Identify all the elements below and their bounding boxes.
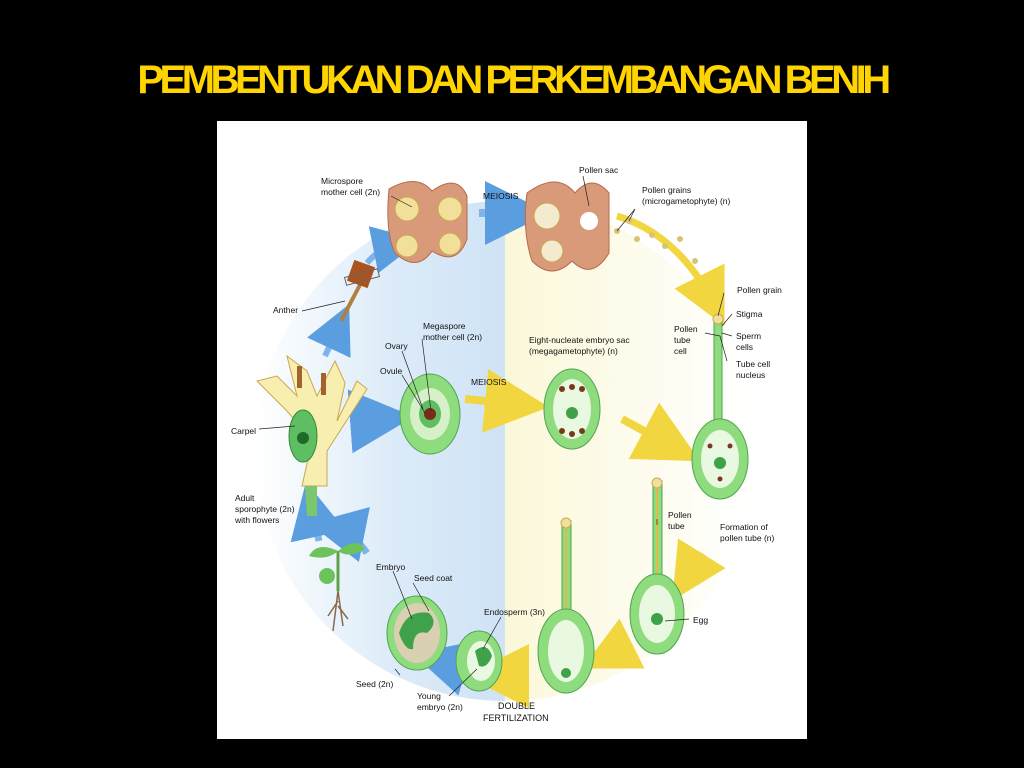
leader-lines bbox=[258, 175, 733, 697]
label-seed: Seed (2n) bbox=[356, 679, 393, 689]
seed bbox=[386, 595, 448, 671]
arrow-flower-to-ovule bbox=[347, 389, 414, 454]
label-embryo: Embryo bbox=[376, 562, 406, 572]
pollen-sac bbox=[524, 181, 698, 272]
life-cycle-diagram: Microspore mother cell (2n) MEIOSIS Poll… bbox=[231, 165, 782, 723]
label-young-embryo-2: embryo (2n) bbox=[417, 702, 463, 712]
label-pollen-tube-cell-2: tube bbox=[674, 335, 691, 345]
label-ovary: Ovary bbox=[385, 341, 408, 351]
label-tube-cell-nucleus-2: nucleus bbox=[736, 370, 765, 380]
slide-title: PEMBENTUKAN DAN PERKEMBANGAN BENIH bbox=[137, 58, 891, 102]
young-embryo-ovule bbox=[455, 630, 503, 692]
label-sperm-cells-2: cells bbox=[736, 342, 753, 352]
stamen-anther bbox=[339, 259, 381, 322]
arrow-pollen-release bbox=[615, 212, 725, 327]
arrow-meiosis-mid bbox=[464, 369, 549, 433]
label-microspore-mother-cell-1: Microspore bbox=[321, 176, 363, 186]
arrow-flower-to-anther bbox=[307, 304, 351, 358]
arrow-tube-formation bbox=[672, 538, 726, 601]
label-formation-2: pollen tube (n) bbox=[720, 533, 775, 543]
pollen-on-stigma-ovule bbox=[691, 313, 749, 500]
embryo-sac bbox=[543, 368, 601, 450]
label-adult-sporophyte-3: with flowers bbox=[234, 515, 279, 525]
label-seed-coat: Seed coat bbox=[414, 573, 453, 583]
label-pollen-tube-cell-3: cell bbox=[674, 346, 687, 356]
label-embryo-sac-2: (megagametophyte) (n) bbox=[529, 346, 618, 356]
label-microspore-mother-cell-2: mother cell (2n) bbox=[321, 187, 380, 197]
arrow-sac-to-tube bbox=[620, 402, 701, 462]
fertilization-ovule bbox=[537, 517, 595, 694]
angiosperm-life-cycle-figure: Microspore mother cell (2n) MEIOSIS Poll… bbox=[217, 121, 807, 739]
label-anther: Anther bbox=[273, 305, 298, 315]
label-carpel: Carpel bbox=[231, 426, 256, 436]
label-stigma: Stigma bbox=[736, 309, 763, 319]
label-endosperm: Endosperm (3n) bbox=[484, 607, 545, 617]
label-formation-1: Formation of bbox=[720, 522, 768, 532]
label-pollen-grains-1: Pollen grains bbox=[642, 185, 691, 195]
label-megaspore-mother-cell-2: mother cell (2n) bbox=[423, 332, 482, 342]
label-adult-sporophyte-1: Adult bbox=[235, 493, 255, 503]
arrow-to-fertilization bbox=[581, 618, 645, 669]
label-double-fertilization-2: FERTILIZATION bbox=[483, 713, 549, 723]
label-pollen-tube-2: tube bbox=[668, 521, 685, 531]
label-pollen-sac: Pollen sac bbox=[579, 165, 619, 175]
label-egg: Egg bbox=[693, 615, 708, 625]
label-tube-cell-nucleus-1: Tube cell bbox=[736, 359, 770, 369]
seedling bbox=[309, 542, 365, 632]
label-pollen-tube-cell-1: Pollen bbox=[674, 324, 698, 334]
flower bbox=[256, 354, 368, 516]
anther-cross-section bbox=[387, 181, 468, 263]
label-megaspore-mother-cell-1: Megaspore bbox=[423, 321, 466, 331]
arrow-to-seed bbox=[412, 641, 474, 696]
label-pollen-tube-1: Pollen bbox=[668, 510, 692, 520]
label-embryo-sac-1: Eight-nucleate embryo sac bbox=[529, 335, 630, 345]
label-ovule: Ovule bbox=[380, 366, 402, 376]
label-young-embryo-1: Young bbox=[417, 691, 441, 701]
label-sperm-cells-1: Sperm bbox=[736, 331, 761, 341]
label-meiosis-mid: MEIOSIS bbox=[471, 377, 507, 387]
label-double-fertilization-1: DOUBLE bbox=[498, 701, 535, 711]
label-pollen-grains-2: (microgametophyte) (n) bbox=[642, 196, 731, 206]
pollen-tube-growing bbox=[629, 477, 685, 655]
label-meiosis-top: MEIOSIS bbox=[483, 191, 519, 201]
label-pollen-grain: Pollen grain bbox=[737, 285, 782, 295]
label-adult-sporophyte-2: sporophyte (2n) bbox=[235, 504, 295, 514]
